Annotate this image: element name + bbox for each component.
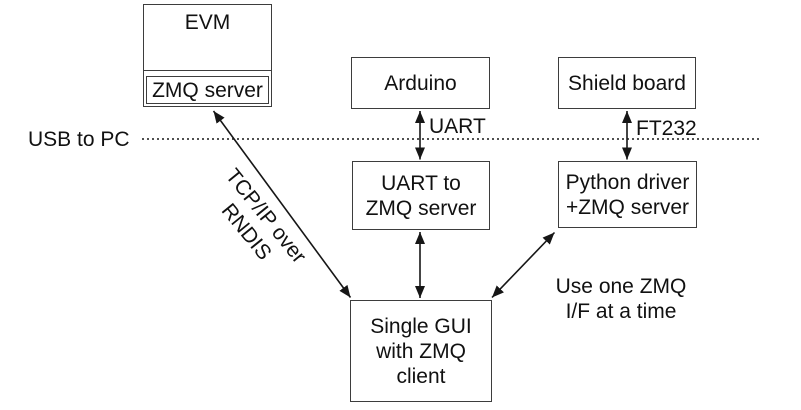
uart-to-zmq-server-label: UART to ZMQ server bbox=[365, 171, 477, 220]
uart-edge-label: UART bbox=[429, 115, 486, 138]
evm-node: EVM ZMQ server bbox=[143, 4, 272, 107]
zmq-server-label: ZMQ server bbox=[152, 78, 263, 102]
arduino-label: Arduino bbox=[384, 71, 457, 95]
arrow-evm-gui bbox=[212, 110, 352, 298]
evm-compartment-divider bbox=[144, 70, 271, 71]
use-one-zmq-note: Use one ZMQ I/F at a time bbox=[555, 275, 687, 323]
usb-to-pc-label: USB to PC bbox=[28, 128, 130, 151]
shield-board-label: Shield board bbox=[568, 71, 686, 95]
python-driver-label: Python driver +ZMQ server bbox=[565, 170, 690, 219]
arduino-node: Arduino bbox=[351, 57, 490, 109]
zmq-server-subnode: ZMQ server bbox=[146, 76, 269, 104]
ft232-edge-label: FT232 bbox=[636, 117, 697, 140]
evm-label: EVM bbox=[184, 11, 231, 34]
python-driver-node: Python driver +ZMQ server bbox=[558, 161, 697, 228]
uart-to-zmq-server-node: UART to ZMQ server bbox=[352, 161, 490, 230]
arrow-python-gui bbox=[491, 231, 556, 299]
single-gui-node: Single GUI with ZMQ client bbox=[350, 300, 492, 402]
shield-board-node: Shield board bbox=[558, 57, 696, 109]
single-gui-label: Single GUI with ZMQ client bbox=[370, 314, 472, 388]
